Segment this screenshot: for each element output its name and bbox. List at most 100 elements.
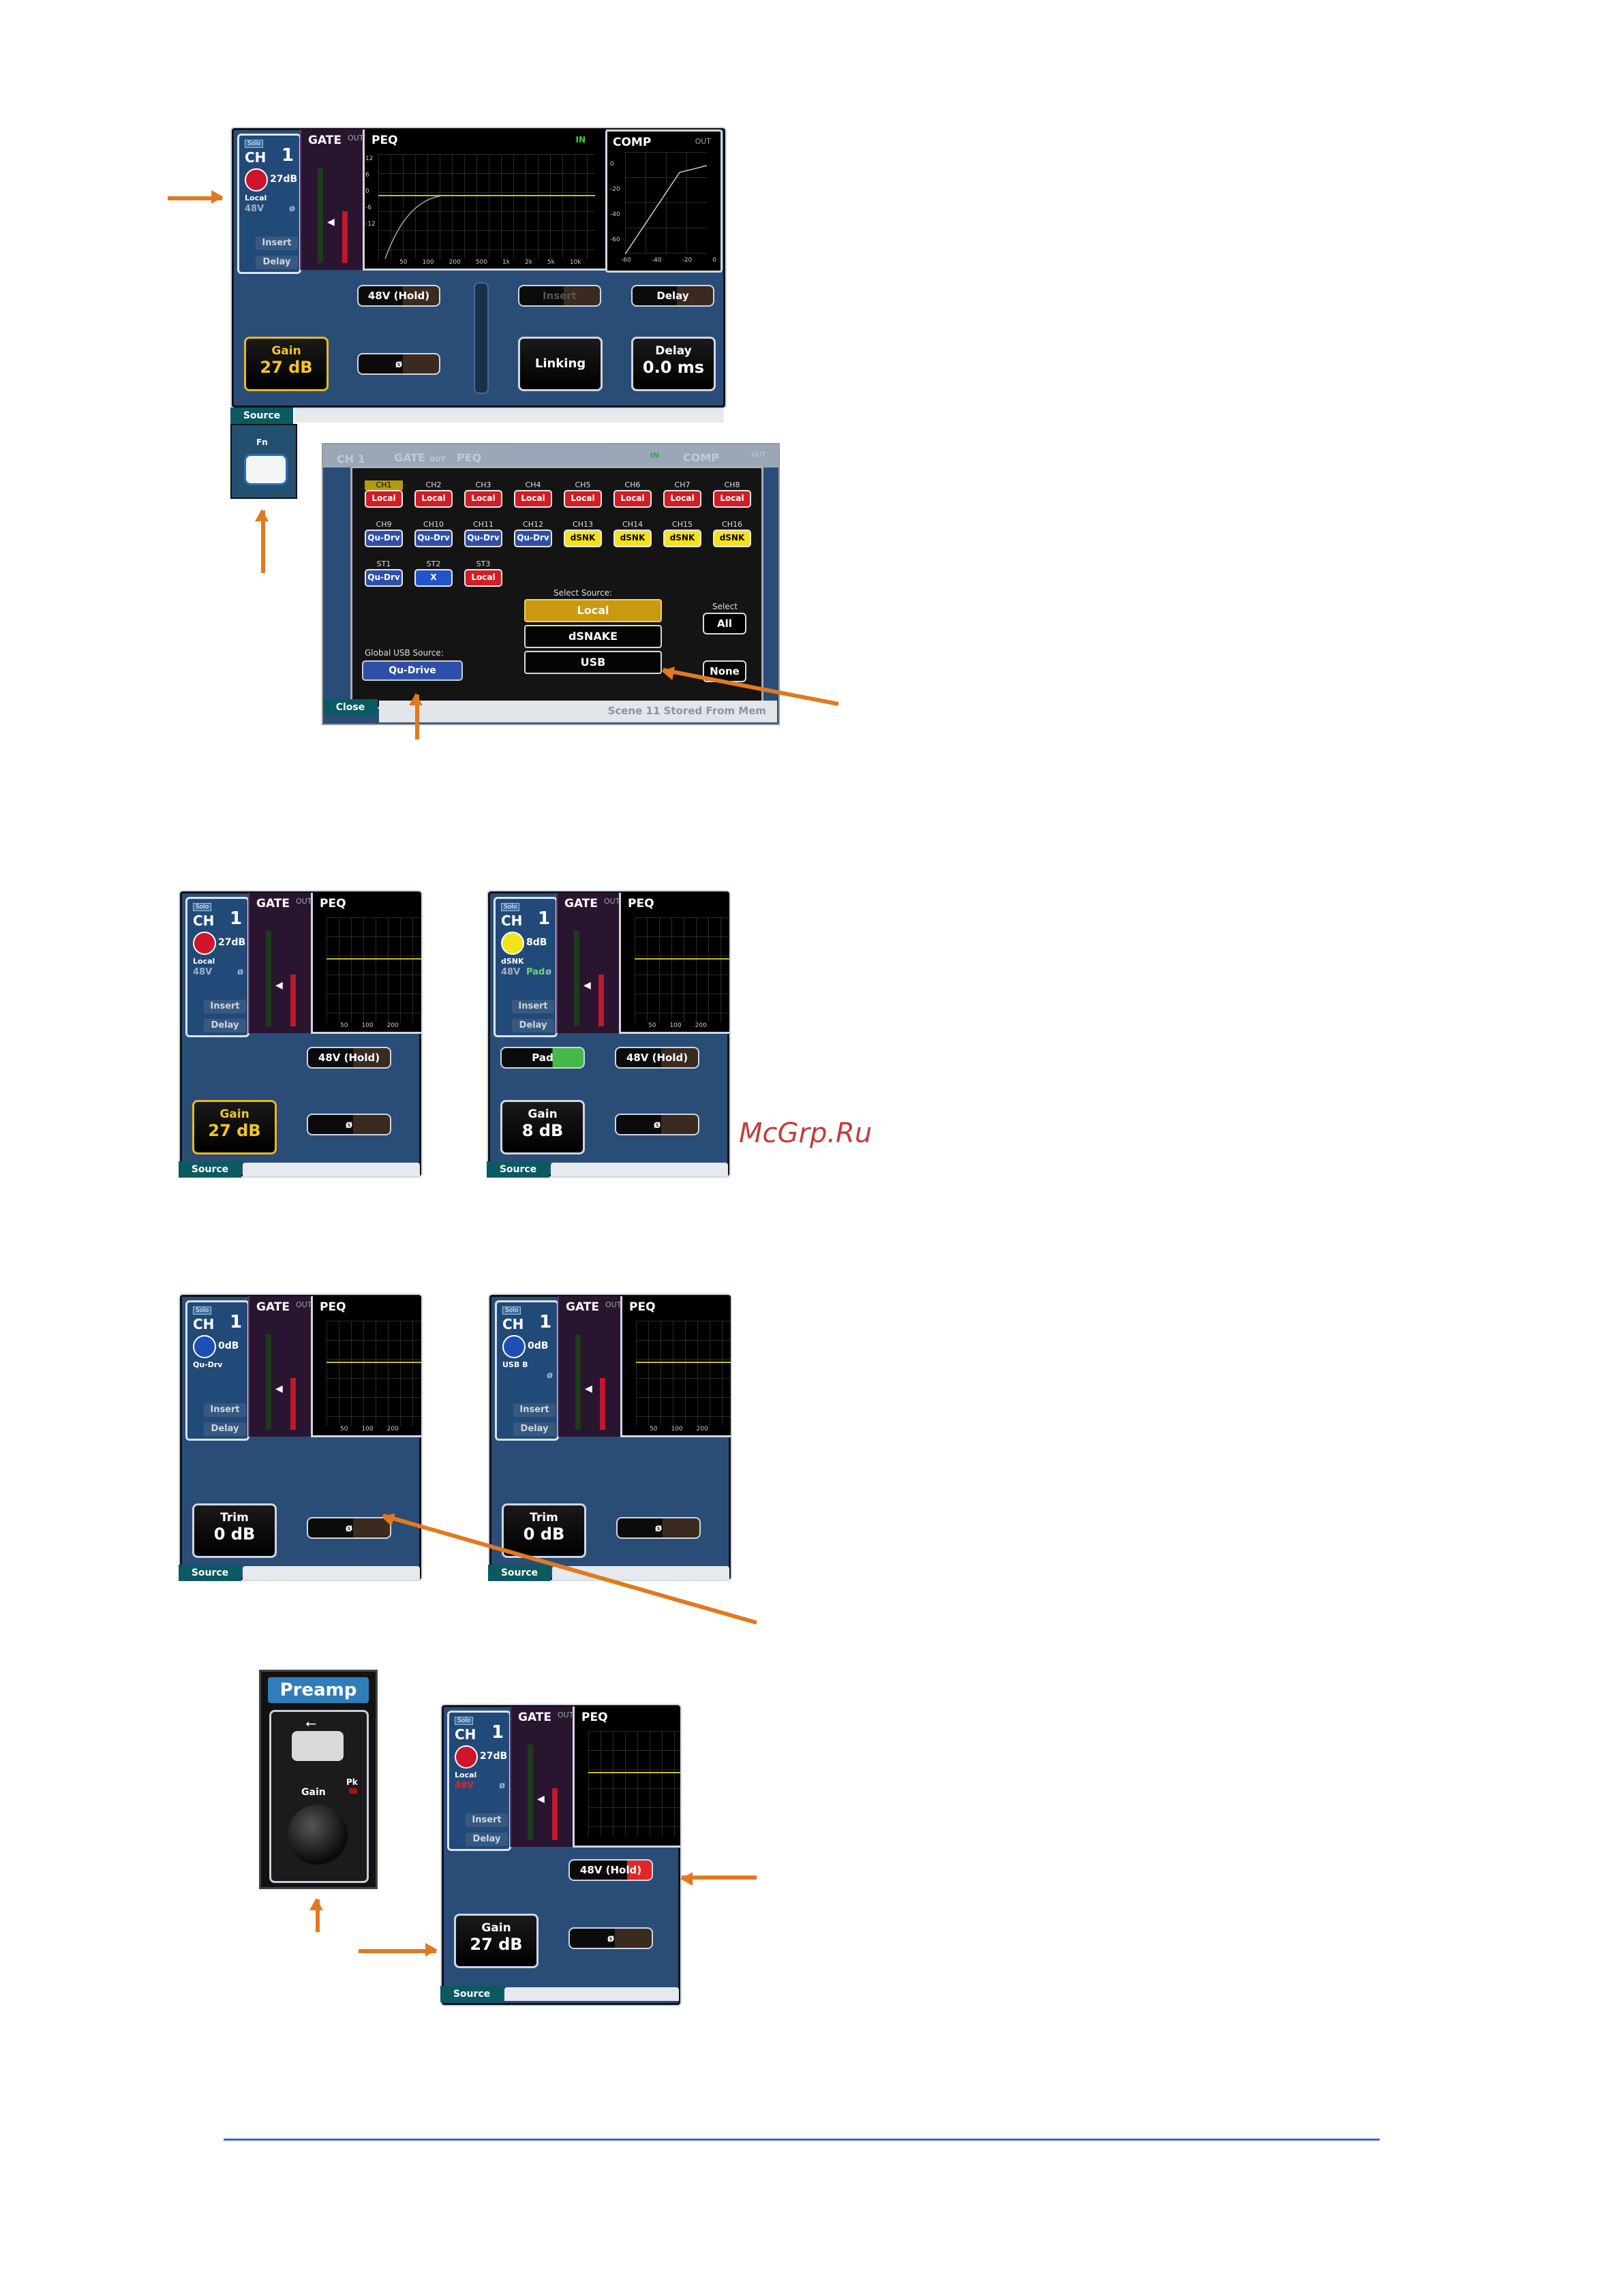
phase-button[interactable]: ø <box>307 1517 391 1539</box>
peq-section[interactable]: PEQ 50 100 200 <box>311 893 421 1034</box>
phantom-48v-button[interactable]: 48V (Hold) <box>568 1859 653 1881</box>
channel-info-box[interactable]: Solo CH 1 0dB USB B ø Insert Delay <box>495 1300 559 1441</box>
gain-knob[interactable] <box>288 1805 348 1865</box>
gate-section[interactable]: GATE OUT ◀ <box>510 1706 574 1847</box>
solo-indicator[interactable]: Solo <box>501 903 520 911</box>
channel-info-box[interactable]: Solo CH 1 27dB Local 48V ø Insert Delay <box>237 134 301 274</box>
select-all-button[interactable]: All <box>703 613 746 634</box>
delay-time-button[interactable]: Delay 0.0 ms <box>631 337 716 391</box>
insert-indicator[interactable]: Insert <box>466 1813 508 1827</box>
delay-indicator[interactable]: Delay <box>256 256 298 269</box>
channel-source-value[interactable]: Local <box>564 490 602 508</box>
peq-section[interactable]: PEQ 50 100 200 <box>619 893 729 1034</box>
usb-key[interactable] <box>292 1731 344 1761</box>
channel-source-value[interactable]: X <box>414 569 453 587</box>
solo-indicator[interactable]: Solo <box>455 1717 474 1725</box>
gain-button[interactable]: Gain 27 dB <box>244 337 329 391</box>
phantom-48v-button[interactable]: 48V (Hold) <box>307 1047 391 1069</box>
global-usb-source-button[interactable]: Qu-Drive <box>362 660 463 681</box>
channel-source-value[interactable]: Local <box>663 490 701 508</box>
insert-indicator[interactable]: Insert <box>512 1000 554 1013</box>
gate-section[interactable]: GATE OUT ◀ <box>248 893 312 1033</box>
insert-indicator[interactable]: Insert <box>513 1403 556 1417</box>
channel-source-value[interactable]: Local <box>414 490 453 508</box>
channel-info-box[interactable]: Solo CH 1 0dB Qu-Drv Insert Delay <box>185 1300 249 1441</box>
gain-button[interactable]: Gain 8 dB <box>500 1100 585 1154</box>
channel-source-value[interactable]: Qu-Drv <box>464 530 502 547</box>
solo-indicator[interactable]: Solo <box>193 903 212 911</box>
phase-button[interactable]: ø <box>357 353 440 375</box>
gain-button[interactable]: Gain 27 dB <box>192 1100 277 1154</box>
delay-button[interactable]: Delay <box>631 285 714 307</box>
channel-source-value[interactable]: dSNK <box>663 530 701 547</box>
phantom-48v-button[interactable]: 48V (Hold) <box>615 1047 699 1069</box>
solo-indicator[interactable]: Solo <box>245 140 264 148</box>
insert-indicator[interactable]: Insert <box>256 236 298 250</box>
comp-section[interactable]: COMP OUT 0 -20 -40 -60 -60 -40 -20 0 <box>605 129 723 273</box>
channel-source-value[interactable]: dSNK <box>713 530 751 547</box>
gain-button[interactable]: Gain 27 dB <box>454 1914 539 1968</box>
phase-button[interactable]: ø <box>568 1927 653 1949</box>
tab-source[interactable]: Source <box>440 1986 503 2002</box>
gate-section[interactable]: GATE OUT ◀ <box>248 1296 312 1437</box>
solo-indicator[interactable]: Solo <box>193 1306 212 1315</box>
solo-indicator[interactable]: Solo <box>502 1306 521 1315</box>
peq-section[interactable]: PEQ IN <box>363 129 608 271</box>
channel-info-box[interactable]: Solo CH 1 27dB Local 48V ø Insert Delay <box>447 1711 511 1851</box>
channel-source-value[interactable]: Local <box>514 490 552 508</box>
gate-section[interactable]: GATE OUT ◀ <box>300 129 364 270</box>
peq-section[interactable]: PEQ 50 100 200 <box>620 1296 731 1437</box>
peq-section[interactable]: PEQ 50 100 200 <box>311 1296 421 1437</box>
tab-source[interactable]: Source <box>179 1161 241 1178</box>
phase-button[interactable]: ø <box>307 1114 391 1135</box>
channel-source-value[interactable]: Local <box>365 490 403 508</box>
channel-source-value[interactable]: dSNK <box>564 530 602 547</box>
channel-source-value[interactable]: Qu-Drv <box>414 530 453 547</box>
gain-button[interactable]: Trim 0 dB <box>192 1503 277 1558</box>
insert-indicator[interactable]: Insert <box>204 1403 246 1417</box>
source-usb-button[interactable]: USB <box>524 651 662 674</box>
source-local-button[interactable]: Local <box>524 599 662 622</box>
gate-section[interactable]: GATE OUT ◀ <box>558 1296 622 1437</box>
insert-button[interactable]: Insert <box>518 285 601 307</box>
channel-source-value[interactable]: Qu-Drv <box>365 569 403 587</box>
delay-indicator[interactable]: Delay <box>204 1019 246 1032</box>
pad-button[interactable]: Pad <box>500 1047 585 1069</box>
channel-source-value[interactable]: Local <box>613 490 652 508</box>
channel-source-value[interactable]: Local <box>464 490 502 508</box>
channel-info-box[interactable]: Solo CH 1 27dB Local 48V ø Insert Delay <box>185 897 249 1037</box>
phase-button[interactable]: ø <box>615 1114 699 1135</box>
fn-key[interactable] <box>244 454 288 485</box>
close-button[interactable]: Close <box>323 699 378 716</box>
channel-info-box[interactable]: Solo CH 1 8dB dSNK 48V Pad ø Insert Dela… <box>494 897 558 1037</box>
peq-section[interactable]: PEQ <box>573 1706 680 1848</box>
delay-indicator[interactable]: Delay <box>204 1422 246 1436</box>
delay-indicator[interactable]: Delay <box>512 1019 554 1032</box>
channel-source-value[interactable]: Local <box>464 569 502 587</box>
insert-indicator[interactable]: Insert <box>204 1000 246 1013</box>
phantom-48v-button[interactable]: 48V (Hold) <box>357 285 440 307</box>
tab-source[interactable]: Source <box>230 408 293 424</box>
phase-button[interactable]: ø <box>616 1517 701 1539</box>
tab-source[interactable]: Source <box>487 1161 549 1178</box>
gain-button[interactable]: Trim 0 dB <box>502 1503 586 1558</box>
channel-source-value[interactable]: Local <box>713 490 751 508</box>
delay-indicator[interactable]: Delay <box>466 1833 508 1846</box>
